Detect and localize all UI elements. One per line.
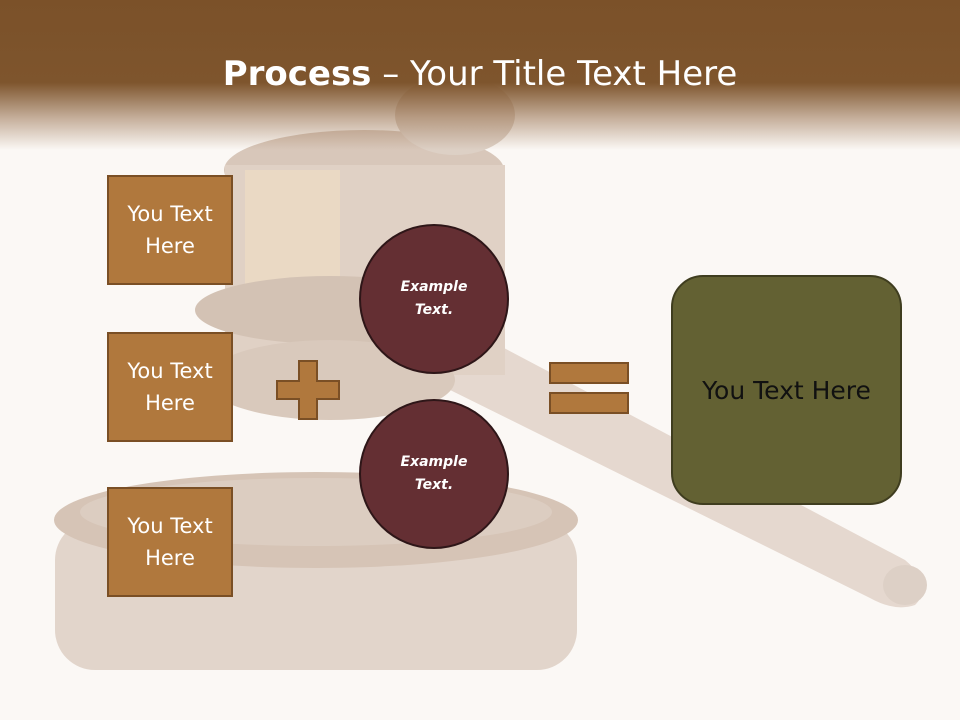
text-box-1-label: You Text Here — [127, 202, 213, 258]
example-circle-2-label: Example Text. — [400, 454, 468, 493]
header-band — [0, 0, 960, 150]
title-rest: – Your Title Text Here — [371, 54, 738, 94]
example-circle-1[interactable]: Example Text. — [359, 224, 509, 374]
text-box-3-label: You Text Here — [127, 514, 213, 570]
text-box-3[interactable]: You Text Here — [107, 487, 233, 597]
result-box[interactable]: You Text Here — [671, 275, 902, 505]
slide-title: Process – Your Title Text Here — [0, 52, 960, 96]
text-box-2[interactable]: You Text Here — [107, 332, 233, 442]
result-box-label: You Text Here — [702, 375, 871, 405]
plus-icon — [276, 360, 340, 420]
example-circle-1-label: Example Text. — [400, 279, 468, 318]
equals-icon — [549, 362, 629, 414]
text-box-2-label: You Text Here — [127, 359, 213, 415]
title-bold: Process — [222, 54, 372, 94]
text-box-1[interactable]: You Text Here — [107, 175, 233, 285]
example-circle-2[interactable]: Example Text. — [359, 399, 509, 549]
gavel-handle-end — [883, 565, 927, 605]
